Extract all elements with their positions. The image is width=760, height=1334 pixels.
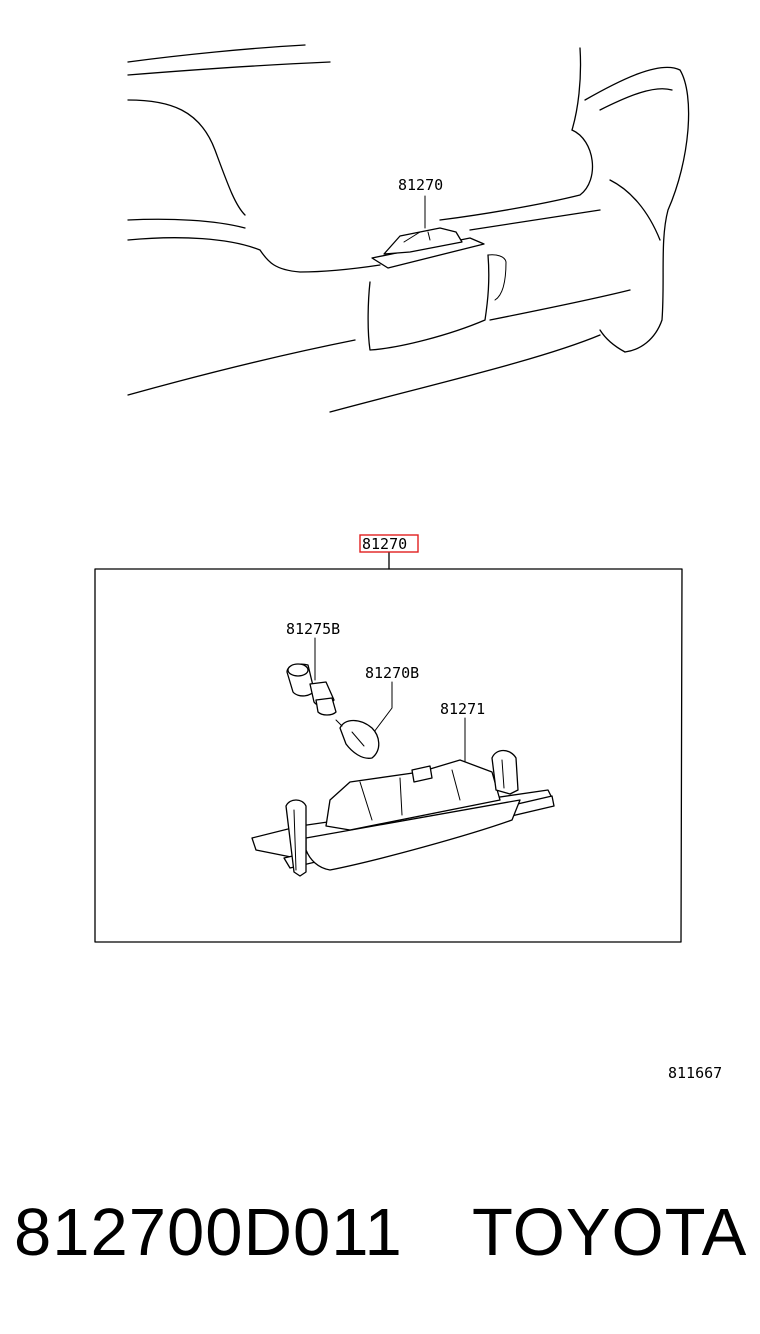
caption-bar: 812700D011 TOYOTA xyxy=(0,1188,760,1278)
overview-callout-label: 81270 xyxy=(398,176,443,194)
socket-part xyxy=(286,637,337,716)
vehicle-rear-drawing xyxy=(127,44,690,413)
brand-text: TOYOTA xyxy=(472,1195,748,1270)
figure-number: 811667 xyxy=(668,1064,722,1082)
detail-frame xyxy=(94,568,683,943)
bulb-label: 81270B xyxy=(365,664,419,682)
lamp-housing-part xyxy=(251,717,555,877)
lamp-housing-label: 81271 xyxy=(440,700,485,718)
bulb-part xyxy=(335,681,393,759)
part-number-text: 812700D011 xyxy=(14,1195,403,1270)
detail-callout-label: 81270 xyxy=(362,535,407,553)
callout-highlight-box xyxy=(359,534,419,553)
socket-label: 81275B xyxy=(286,620,340,638)
